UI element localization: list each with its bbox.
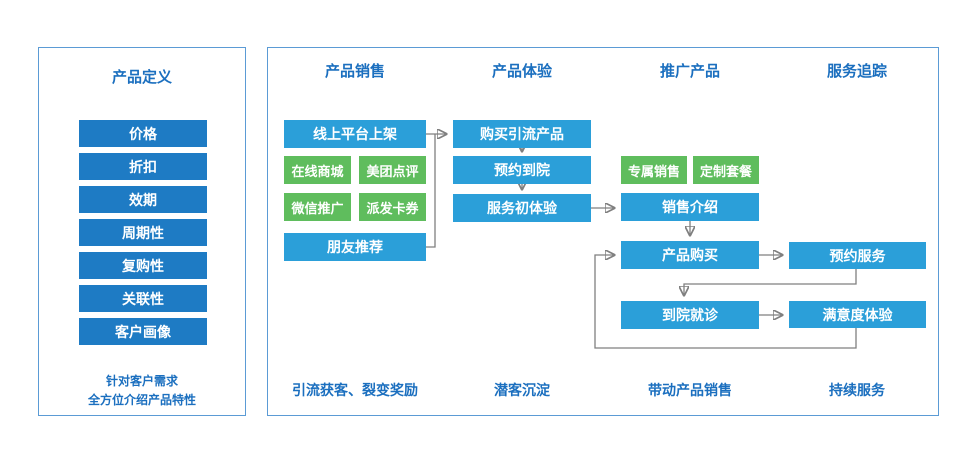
- definition-item-price: 价格: [79, 120, 207, 147]
- definition-item-validity: 效期: [79, 186, 207, 213]
- column-header-tracking: 服务追踪: [826, 63, 887, 80]
- column-header-experience: 产品体验: [491, 63, 552, 80]
- definition-footnote-line2: 全方位介绍产品特性: [87, 392, 196, 407]
- column-footer-sales: 引流获客、裂变奖励: [292, 382, 418, 398]
- definition-footnote-line1: 针对客户需求: [105, 374, 178, 388]
- definition-panel-title: 产品定义: [111, 69, 172, 86]
- node-online-mall: 在线商城: [284, 156, 351, 184]
- column-footer-experience: 潜客沉淀: [494, 382, 550, 398]
- column-header-promotion: 推广产品: [659, 63, 720, 80]
- column-footer-promotion: 带动产品销售: [648, 382, 732, 398]
- node-friend-referral: 朋友推荐: [284, 233, 426, 261]
- node-custom-package: 定制套餐: [693, 156, 759, 184]
- node-coupon-distribution: 派发卡券: [359, 193, 426, 221]
- definition-item-cycle: 周期性: [79, 219, 207, 246]
- definition-item-repurchase: 复购性: [79, 252, 207, 279]
- node-hospital-visit: 到院就诊: [621, 301, 759, 329]
- definition-item-profile: 客户画像: [79, 318, 207, 345]
- column-header-sales: 产品销售: [324, 63, 385, 80]
- flow-panel: 产品销售 产品体验 推广产品 服务追踪 线上平台上架 在线商城 美团点评 微信推…: [267, 47, 939, 416]
- product-definition-panel: 产品定义 价格 折扣 效期 周期性 复购性 关联性 客户画像 针对客户需求 全方…: [38, 47, 246, 416]
- definition-footnote: 针对客户需求 全方位介绍产品特性: [39, 372, 245, 409]
- connector-booking-to-visit: [684, 269, 857, 295]
- node-product-purchase: 产品购买: [621, 241, 759, 269]
- node-online-platform-listing: 线上平台上架: [284, 120, 426, 148]
- definition-item-relevance: 关联性: [79, 285, 207, 312]
- node-satisfaction-experience: 满意度体验: [789, 301, 926, 328]
- node-buy-lead-product: 购买引流产品: [453, 120, 591, 148]
- definition-item-discount: 折扣: [79, 153, 207, 180]
- node-meituan-dianping: 美团点评: [359, 156, 426, 184]
- connector-referral-join: [426, 134, 436, 248]
- node-appointment-arrival: 预约到院: [453, 156, 591, 184]
- node-wechat-promotion: 微信推广: [284, 193, 351, 221]
- node-first-experience: 服务初体验: [453, 194, 591, 222]
- node-exclusive-sales: 专属销售: [621, 156, 687, 184]
- node-booking-service: 预约服务: [789, 242, 926, 269]
- column-footer-tracking: 持续服务: [829, 382, 885, 398]
- node-sales-introduction: 销售介绍: [621, 193, 759, 221]
